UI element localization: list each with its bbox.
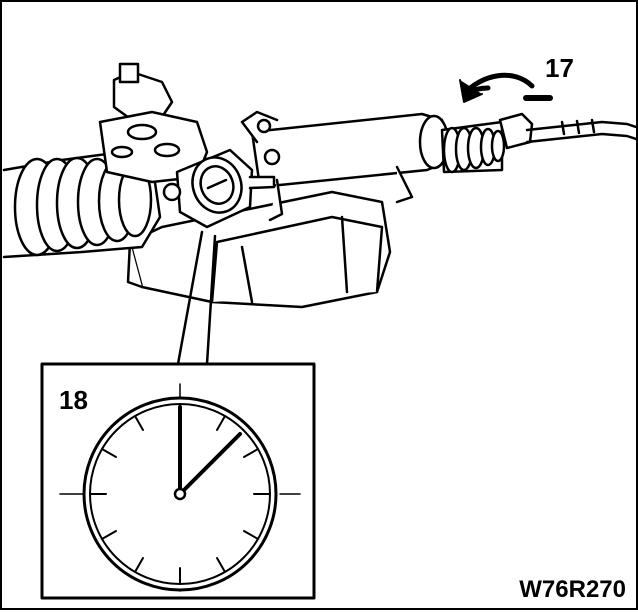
- pinion-valve-housing: [98, 62, 209, 184]
- support-stand: [126, 190, 392, 309]
- right-bellows-boot: [440, 120, 506, 174]
- left-bellows-boot: [2, 150, 162, 259]
- callout-step-17: 17: [545, 53, 574, 83]
- tie-rod-end: [498, 112, 638, 150]
- curved-rotation-arrow-icon: [459, 72, 553, 103]
- figure-code: W76R270: [519, 576, 626, 603]
- dial-indicator-gauge-icon: [59, 383, 301, 599]
- callout-leader-lines: [176, 230, 217, 366]
- callout-step-18: 18: [59, 385, 88, 415]
- dial-indicator-mount: [162, 148, 276, 229]
